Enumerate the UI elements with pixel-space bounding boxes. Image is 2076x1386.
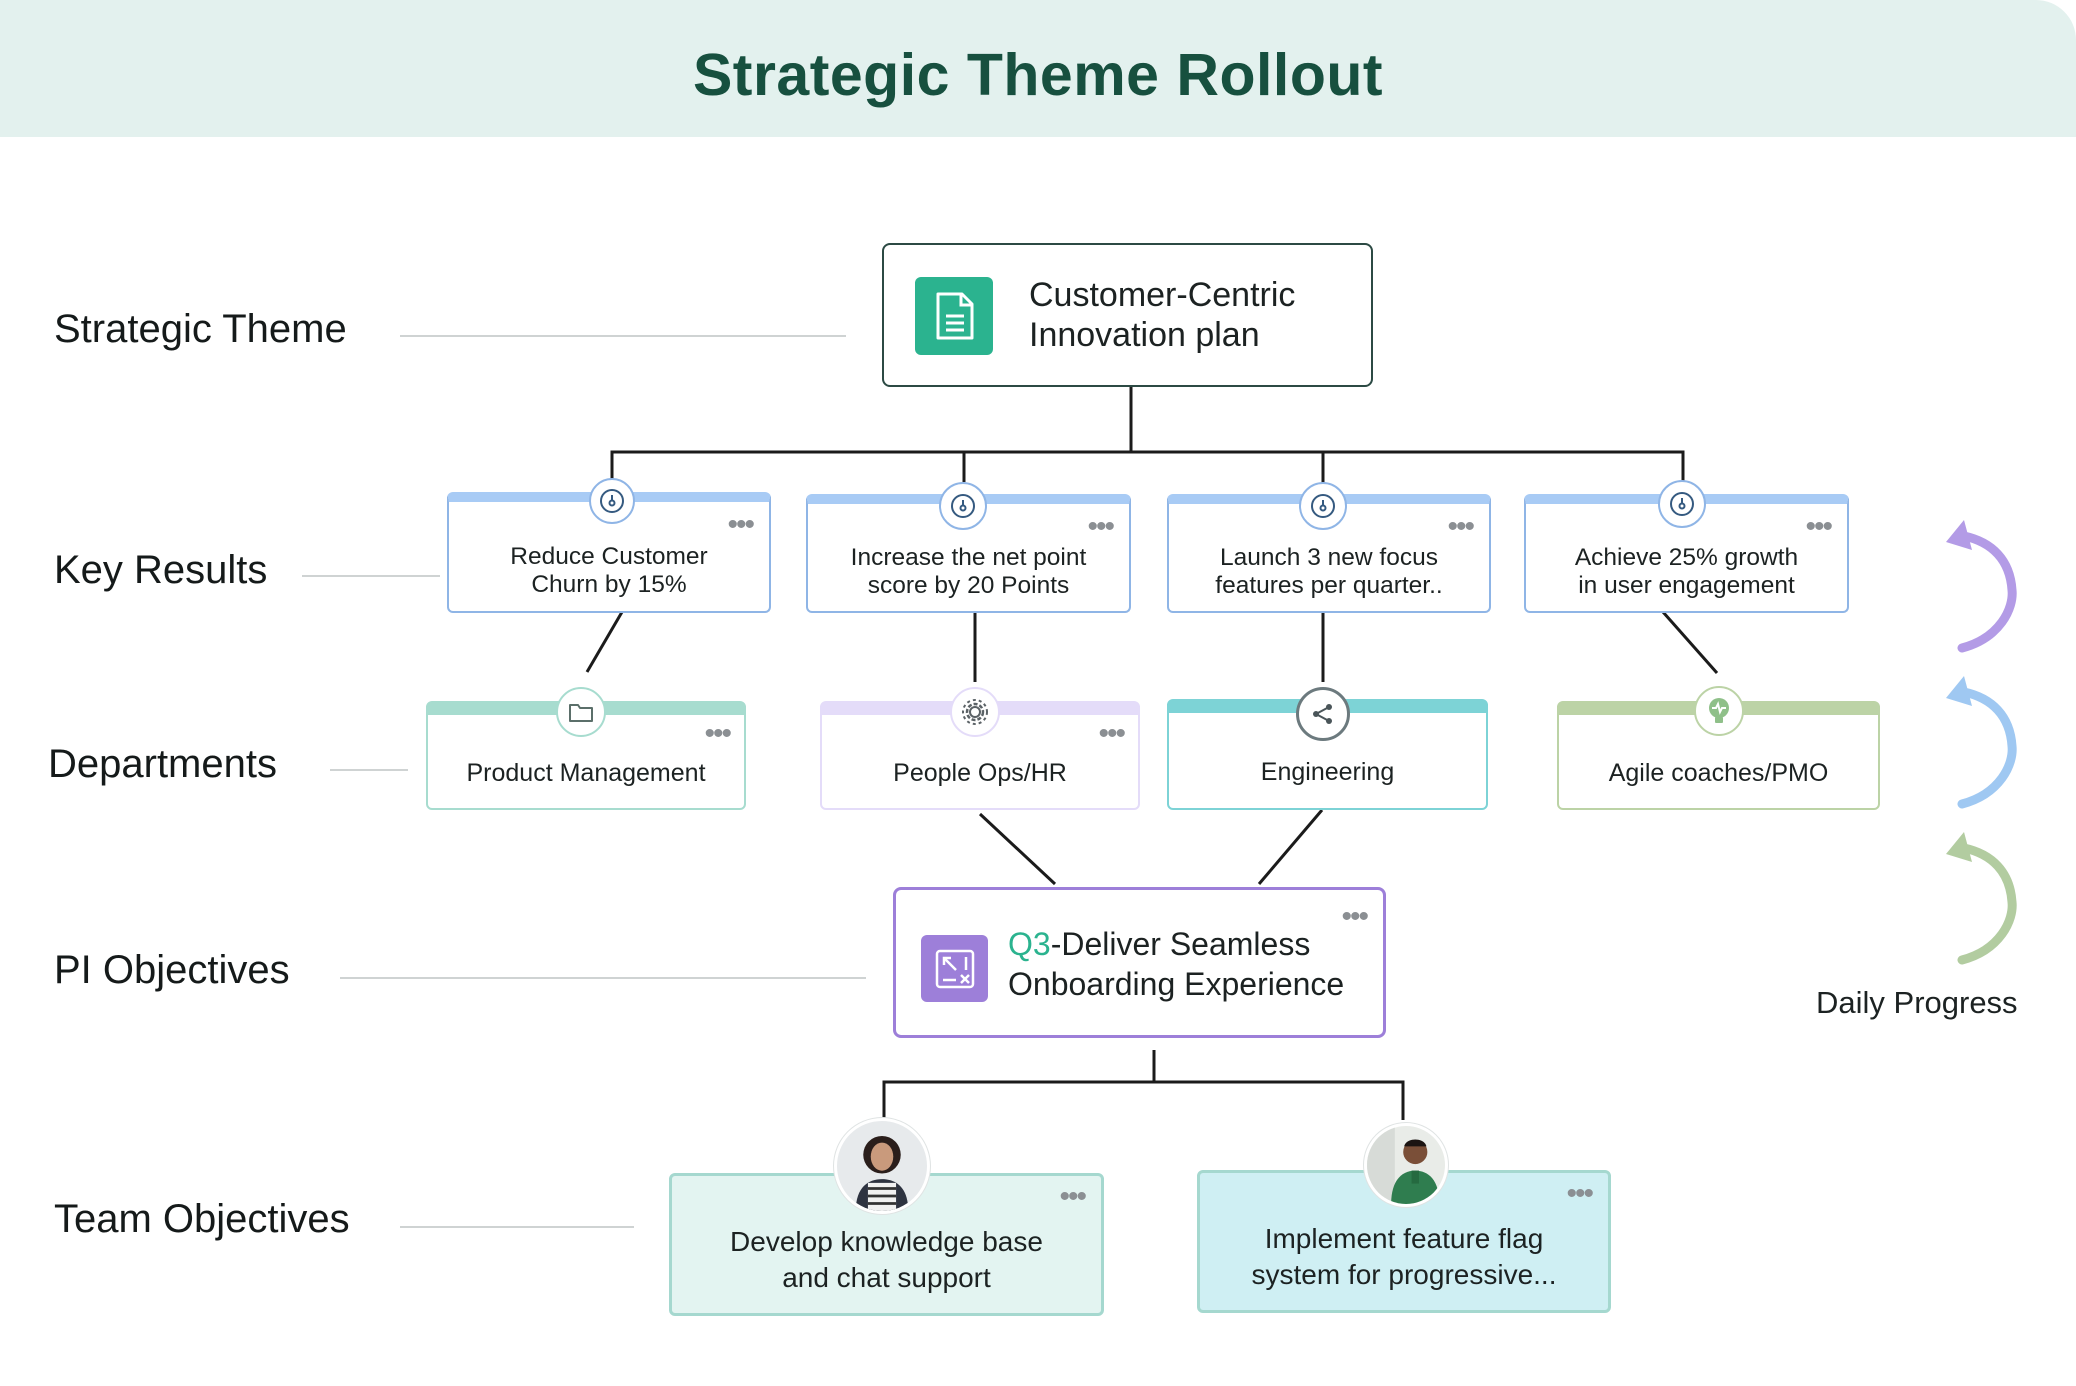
gear-icon (950, 687, 1000, 737)
progress-arrow-3 (1946, 832, 2017, 965)
strategic-theme-text: Customer-Centric Innovation plan (1029, 275, 1295, 355)
gauge-icon (1299, 482, 1347, 530)
department-label: Product Management (466, 759, 706, 787)
woman-avatar (834, 1118, 930, 1214)
gauge-icon (1658, 480, 1706, 528)
more-options-icon[interactable]: ••• (727, 508, 754, 541)
progress-arrow-2 (1946, 676, 2017, 809)
key-result-line1: Launch 3 new focus (1220, 543, 1438, 571)
team-objective-text: Implement feature flag system for progres… (1210, 1215, 1598, 1298)
team-objective-line1: Implement feature flag (1264, 1222, 1544, 1254)
page-title: Strategic Theme Rollout (692, 42, 1384, 108)
row-label-pi-objectives: PI Objectives (54, 948, 290, 992)
key-result-line2: Churn by 15% (531, 570, 687, 598)
theme-line2: Innovation plan (1029, 316, 1260, 354)
key-result-line2: in user engagement (1578, 571, 1795, 599)
row-label-key-results: Key Results (54, 548, 268, 592)
key-result-line1: Achieve 25% growth (1574, 543, 1799, 571)
department-label: People Ops/HR (893, 759, 1067, 787)
more-options-icon[interactable]: ••• (1447, 510, 1474, 543)
document-icon (915, 277, 993, 355)
team-objective-line2: and chat support (782, 1261, 991, 1293)
team-objective-line1: Develop knowledge base (730, 1225, 1043, 1257)
more-options-icon[interactable]: ••• (1805, 510, 1832, 543)
more-options-icon[interactable]: ••• (1059, 1180, 1086, 1213)
daily-progress-label: Daily Progress (1816, 985, 2018, 1020)
gauge-icon (589, 478, 635, 524)
team-objective-card-2[interactable]: ••• Implement feature flag system for pro… (1197, 1170, 1611, 1313)
more-options-icon[interactable]: ••• (1087, 510, 1114, 543)
shuffle-icon (921, 935, 988, 1002)
row-label-departments: Departments (48, 742, 277, 786)
row-label-team-objectives: Team Objectives (54, 1197, 350, 1241)
more-options-icon[interactable]: ••• (704, 717, 731, 750)
lightbulb-icon (1694, 686, 1744, 736)
pi-objective-card[interactable]: ••• Q3-Deliver Seamless Onboarding Exper… (893, 887, 1386, 1038)
folder-icon (556, 687, 606, 737)
share-icon (1296, 687, 1350, 741)
theme-line1: Customer-Centric (1029, 276, 1296, 314)
gauge-icon (939, 482, 987, 530)
progress-arrow-1 (1946, 520, 2017, 653)
team-objective-line2: system for progressive... (1251, 1258, 1557, 1290)
department-label: Engineering (1260, 758, 1395, 786)
pi-objective-line2: Onboarding Experience (1008, 966, 1345, 1002)
header-band (0, 0, 2076, 137)
more-options-icon[interactable]: ••• (1098, 717, 1125, 750)
key-result-line2: features per quarter.. (1215, 571, 1443, 599)
strategic-theme-card[interactable]: Customer-Centric Innovation plan (882, 243, 1373, 387)
pi-objective-text: Q3-Deliver Seamless Onboarding Experienc… (1008, 924, 1344, 1004)
key-result-line1: Reduce Customer (510, 542, 708, 570)
row-label-strategic-theme: Strategic Theme (54, 307, 347, 351)
more-options-icon[interactable]: ••• (1566, 1177, 1593, 1210)
man-avatar (1364, 1123, 1448, 1207)
pi-quarter-tag: Q3 (1008, 926, 1051, 962)
pi-objective-line1: -Deliver Seamless (1050, 926, 1311, 962)
more-options-icon[interactable]: ••• (1341, 900, 1368, 933)
key-result-line1: Increase the net point (850, 543, 1087, 571)
daily-progress-arrows (1946, 520, 2017, 965)
key-result-line2: score by 20 Points (867, 571, 1070, 599)
team-objective-text: Develop knowledge base and chat support (682, 1218, 1091, 1301)
department-label: Agile coaches/PMO (1608, 759, 1829, 787)
